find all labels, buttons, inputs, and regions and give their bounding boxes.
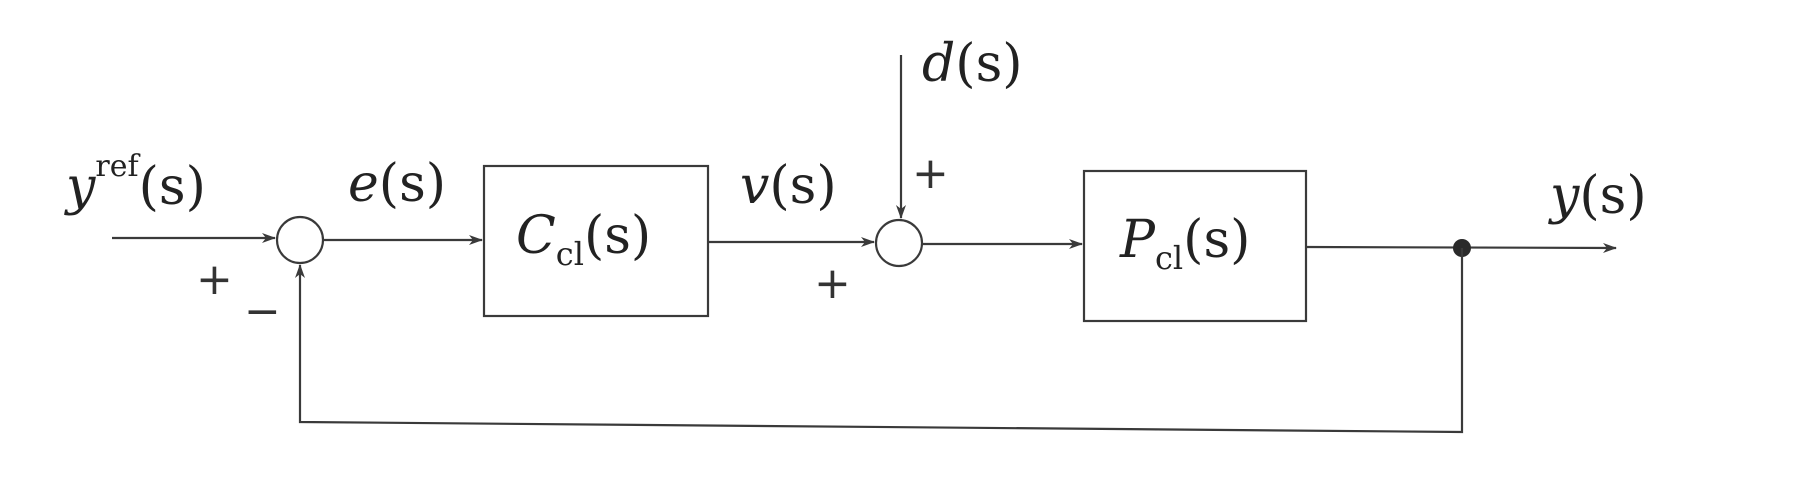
sum1-feedback-sign: − xyxy=(244,286,281,337)
sum2-control-sign: + xyxy=(814,258,851,309)
disturbance-signal-label: d(s) xyxy=(922,34,1023,94)
reference-signal-label: yref(s) xyxy=(66,149,206,217)
output-signal-label: y(s) xyxy=(1550,166,1647,226)
controller-block-label: Ccl(s) xyxy=(516,206,652,273)
control-signal-label: v(s) xyxy=(740,156,837,216)
plant-block xyxy=(1082,169,1308,323)
summing-junction-1 xyxy=(275,215,325,265)
error-signal-label: e(s) xyxy=(348,154,447,214)
sum2-disturbance-sign: + xyxy=(912,148,949,199)
plant-block-label: Pcl(s) xyxy=(1120,210,1251,277)
summing-junction-2 xyxy=(874,218,924,268)
feedback-wire xyxy=(295,248,1464,434)
controller-block xyxy=(482,164,710,318)
sum1-reference-sign: + xyxy=(196,254,233,305)
